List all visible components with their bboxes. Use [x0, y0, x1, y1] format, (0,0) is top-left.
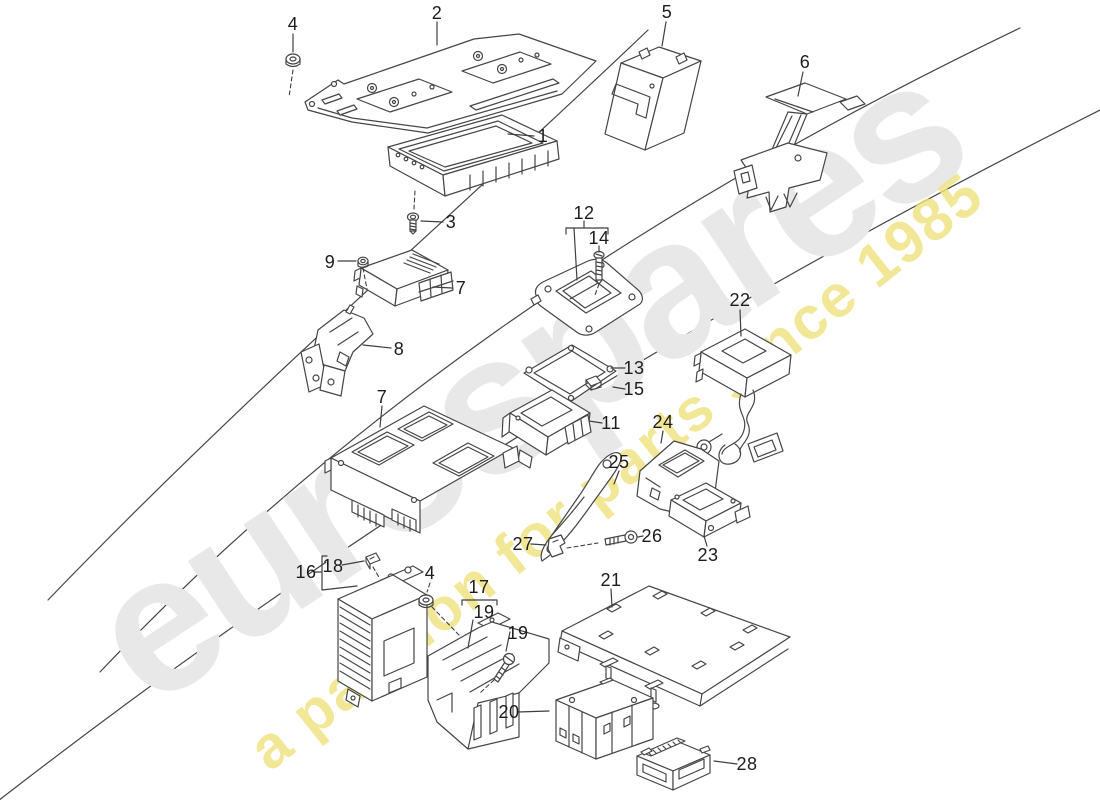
part-5-control-module: [604, 46, 702, 151]
part-20-module: [555, 677, 654, 760]
callout-17: 17: [468, 577, 490, 597]
callout-18: 18: [322, 556, 344, 576]
callout-15: 15: [623, 379, 645, 399]
callout-7-lower: 7: [376, 387, 388, 407]
callout-25: 25: [608, 452, 630, 472]
callout-20: 20: [498, 702, 520, 722]
part-28-connector: [636, 737, 711, 791]
callout-4-lower: 4: [424, 563, 436, 583]
part-1-control-unit: [387, 114, 560, 197]
part-3-screw: [406, 212, 420, 235]
callout-3: 3: [445, 212, 457, 232]
callout-5: 5: [661, 2, 673, 22]
callout-13: 13: [623, 358, 645, 378]
callout-14: 14: [588, 228, 610, 248]
part-27-clip: [547, 534, 566, 558]
callout-9: 9: [324, 252, 336, 272]
part-4-nut-lower: [418, 594, 434, 609]
callout-2: 2: [431, 3, 443, 23]
part-7-module-upper: [353, 249, 454, 307]
part-8-bracket: [300, 304, 374, 397]
part-11-module: [501, 389, 592, 469]
callout-21: 21: [600, 570, 622, 590]
part-2-cover-panel: [304, 33, 597, 134]
part-19-screw: [493, 652, 516, 683]
part-26-bolt: [604, 530, 638, 546]
callout-8: 8: [393, 339, 405, 359]
part-4-nut-top: [285, 53, 301, 68]
callout-23: 23: [697, 545, 719, 565]
callout-19-screw: 19: [507, 623, 529, 643]
callout-19-bracket: 19: [473, 602, 495, 622]
part-22-module-harness: [693, 328, 792, 465]
part-18-clip: [365, 552, 381, 570]
callout-28: 28: [736, 754, 758, 774]
part-7-module-lower: [324, 405, 520, 534]
callout-11: 11: [601, 413, 621, 433]
part-14-screw: [593, 250, 605, 285]
callout-16: 16: [295, 562, 317, 582]
callout-12: 12: [573, 203, 595, 223]
part-21-cover-panel: [557, 585, 791, 710]
part-9-nut: [357, 256, 369, 269]
part-16-control-unit: [337, 565, 428, 708]
callout-7-upper: 7: [455, 278, 467, 298]
callout-6: 6: [799, 52, 811, 72]
callout-22: 22: [729, 290, 751, 310]
part-23-module: [668, 482, 751, 538]
part-15-clip: [585, 375, 602, 391]
part-6-bracket: [733, 82, 866, 213]
callout-4-top: 4: [287, 14, 299, 34]
leader-lines: [288, 21, 804, 765]
callout-26: 26: [641, 526, 663, 546]
callout-1: 1: [537, 126, 549, 146]
callout-24: 24: [652, 412, 674, 432]
callout-27: 27: [512, 534, 534, 554]
